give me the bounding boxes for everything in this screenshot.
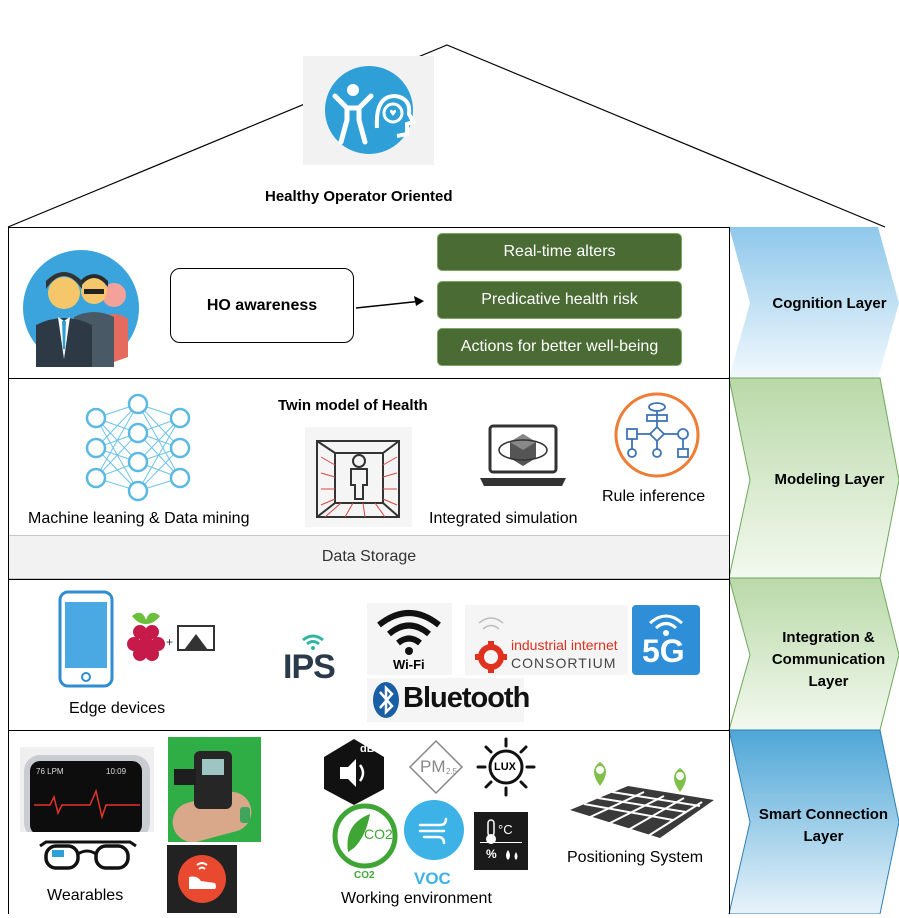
- twin-model-title: Twin model of Health: [278, 397, 428, 414]
- temp-label: °C: [498, 822, 513, 837]
- positioning-label: Positioning System: [567, 849, 704, 866]
- output-realtime-alerts: Real-time alters: [437, 233, 682, 271]
- output-label: Real-time alters: [503, 243, 616, 260]
- data-storage-label: Data Storage: [321, 548, 417, 565]
- modeling-layer-label: Modeling Layer: [774, 471, 885, 488]
- ml-label: Machine leaning & Data mining: [28, 510, 250, 527]
- output-health-risk: Predicative health risk: [437, 281, 682, 319]
- co2-label: CO2: [364, 826, 393, 842]
- cognition-chevron: [729, 227, 899, 378]
- simulation-label: Integrated simulation: [429, 510, 578, 527]
- neural-network-icon: [85, 393, 191, 502]
- raspberry-pi-icon: +: [127, 612, 215, 661]
- integration-label-line: Communication: [771, 651, 886, 668]
- flowchart-icon: [614, 392, 700, 478]
- bluetooth-logo: Bluetooth: [367, 678, 530, 722]
- edge-devices-label: Edge devices: [69, 700, 166, 717]
- iic-line1: industrial internet: [511, 637, 618, 653]
- ips-label: IPS: [283, 648, 336, 686]
- cognition-layer-label: Cognition Layer: [772, 295, 887, 312]
- watch-bpm: 76 LPM: [36, 767, 64, 776]
- data-storage-bar: Data Storage: [9, 535, 729, 579]
- lux-label: LUX: [494, 761, 516, 773]
- output-label: Predicative health risk: [481, 291, 638, 308]
- roof-title: Healthy Operator Oriented: [265, 188, 453, 205]
- smart-label-line: Smart Connection: [758, 806, 889, 823]
- watch-time: 10:09: [106, 767, 127, 776]
- bluetooth-label: Bluetooth: [403, 682, 530, 714]
- smartphone-icon: [58, 590, 114, 688]
- fiveg-label: 5G: [642, 633, 685, 669]
- laptop-simulation-icon: [480, 424, 566, 486]
- pm-sub: 2.5: [446, 767, 458, 776]
- smart-chevron: [728, 729, 899, 914]
- sound-db-icon: dB: [322, 737, 386, 807]
- healthy-operator-icon: [303, 56, 434, 165]
- smart-glasses-icon: [39, 840, 137, 870]
- temperature-humidity-icon: °C %: [474, 812, 528, 870]
- lux-icon: LUX: [474, 735, 538, 799]
- integration-label-line: Integration &: [782, 629, 875, 646]
- simulation-cube-icon: [305, 427, 412, 527]
- voc-label: VOC: [414, 869, 451, 888]
- smart-layer-label: Smart Connection Layer: [748, 804, 899, 848]
- humidity-label: %: [486, 847, 497, 861]
- wifi-label: Wi-Fi: [393, 657, 425, 672]
- ips-logo: IPS: [283, 630, 343, 690]
- svg-text:+: +: [166, 635, 173, 649]
- operators-avatar: [22, 249, 140, 367]
- arrow-icon: [355, 296, 424, 309]
- fiveg-logo: 5G: [632, 605, 700, 675]
- output-well-being: Actions for better well-being: [437, 328, 682, 366]
- db-label: dB: [360, 743, 375, 755]
- smart-label-line: Layer: [803, 828, 844, 845]
- positioning-map-icon: [570, 762, 714, 838]
- pm25-icon: PM 2.5: [408, 739, 464, 795]
- smartwatch-image: 76 LPM 10:09: [20, 747, 154, 832]
- co2-icon: CO2 CO2: [330, 800, 400, 884]
- modeling-layer: [8, 378, 730, 580]
- ho-awareness-label: HO awareness: [206, 296, 318, 314]
- iic-logo: industrial internet CONSORTIUM: [465, 605, 628, 675]
- ho-awareness-box: HO awareness: [170, 268, 354, 343]
- integration-layer-label: Integration & Communication Layer: [758, 627, 899, 693]
- smart-shoe-icon: [167, 845, 237, 913]
- iic-line2: CONSORTIUM: [511, 655, 617, 671]
- environment-label: Working environment: [341, 890, 492, 907]
- voc-icon: VOC: [400, 797, 468, 889]
- wifi-logo: Wi-Fi: [367, 603, 452, 675]
- rule-label: Rule inference: [602, 488, 706, 505]
- smart-layer: [8, 730, 730, 914]
- co2-small-label: CO2: [354, 870, 375, 881]
- integration-label-line: Layer: [808, 673, 849, 690]
- wearables-label: Wearables: [47, 887, 124, 904]
- pm-label: PM: [420, 757, 446, 776]
- output-label: Actions for better well-being: [460, 338, 659, 355]
- wearable-sensor-image: [168, 737, 261, 842]
